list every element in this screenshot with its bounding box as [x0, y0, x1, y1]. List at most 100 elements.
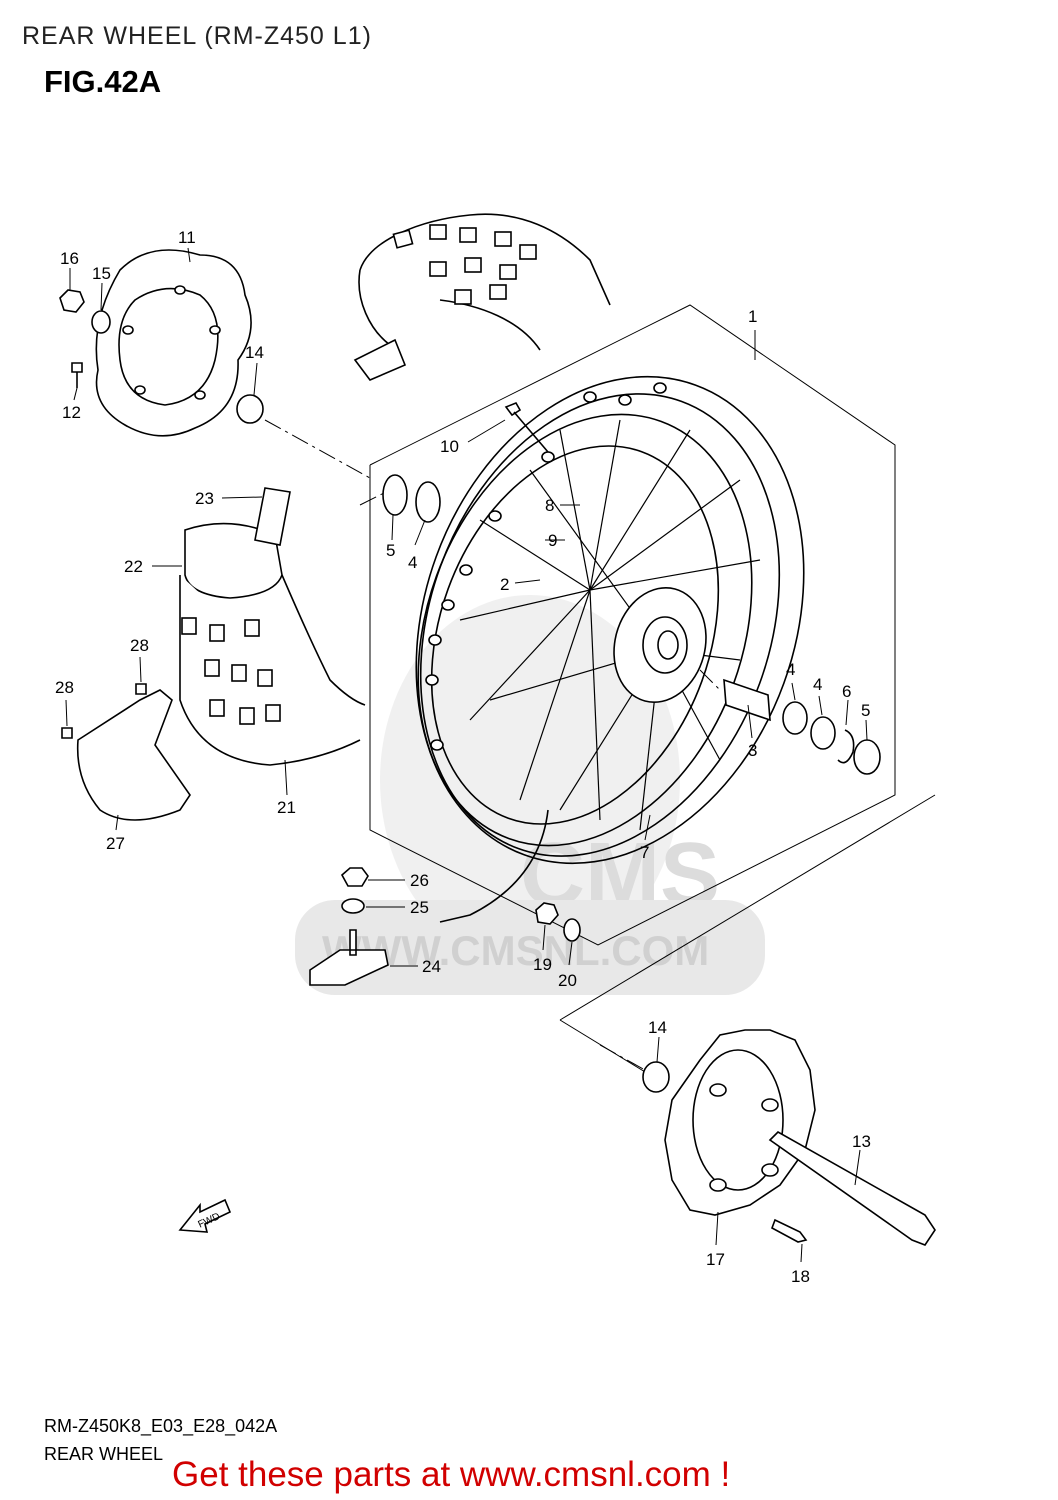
rear-axle — [768, 1131, 936, 1246]
callout-3: 3 — [748, 741, 757, 760]
leader-23 — [221, 496, 263, 499]
leader-14a — [253, 362, 258, 396]
callout-17: 17 — [706, 1250, 725, 1269]
callout-26: 26 — [410, 871, 429, 890]
leader-28a — [65, 699, 68, 727]
callout-14-top: 14 — [245, 343, 264, 362]
callout-15: 15 — [92, 264, 111, 283]
callout-5-right: 5 — [861, 701, 870, 720]
callout-9: 9 — [548, 531, 557, 550]
callout-19: 19 — [533, 955, 552, 974]
leader-5b — [865, 719, 868, 741]
brake-disc — [95, 249, 252, 437]
callout-28-left: 28 — [55, 678, 74, 697]
leader-19 — [542, 924, 546, 951]
diagram-code: RM-Z450K8_E03_E28_042A — [44, 1416, 278, 1436]
leader-lines — [65, 247, 868, 1263]
leader-20 — [568, 941, 573, 966]
callout-12: 12 — [62, 403, 81, 422]
disc-guard — [76, 689, 191, 821]
leader-3 — [747, 704, 753, 739]
hub-centerline — [699, 669, 721, 691]
leader-5a — [391, 514, 394, 541]
leader-14b — [656, 1036, 660, 1063]
callout-13: 13 — [852, 1132, 871, 1151]
callout-1: 1 — [748, 307, 757, 326]
bearing-4-right-b — [810, 716, 836, 750]
circlip-6 — [837, 729, 855, 764]
cta-link[interactable]: Get these parts at www.cmsnl.com ! — [172, 1455, 731, 1494]
callout-25: 25 — [410, 898, 429, 917]
diagram-name: REAR WHEEL — [44, 1444, 164, 1464]
bearing-4-right-a — [782, 701, 808, 735]
bolt-18 — [771, 1218, 808, 1243]
callout-7: 7 — [640, 843, 649, 862]
leader-11 — [187, 247, 191, 263]
washer-20 — [563, 918, 581, 942]
figure-number: FIG.42A — [44, 64, 162, 99]
leader-6 — [845, 699, 849, 726]
centerlines — [264, 419, 721, 1071]
callout-11: 11 — [178, 228, 196, 247]
leader-4b — [791, 682, 796, 701]
callout-5-left: 5 — [386, 541, 395, 560]
leader-18 — [800, 1243, 803, 1263]
bolt-28-a — [61, 727, 73, 739]
callout-23: 23 — [195, 489, 214, 508]
callout-18: 18 — [791, 1267, 810, 1286]
leader-13 — [854, 1149, 861, 1186]
brake-disc-centerline — [264, 419, 371, 479]
rear-sprocket — [664, 1029, 816, 1216]
callout-2: 2 — [500, 575, 509, 594]
page-title: REAR WHEEL (RM-Z450 L1) — [22, 22, 372, 50]
sprocket-boundary — [559, 794, 936, 1021]
spacer-14-top — [236, 394, 264, 424]
callout-28-right: 28 — [130, 636, 149, 655]
leader-17 — [715, 1211, 719, 1246]
callout-10: 10 — [440, 437, 459, 456]
callout-20: 20 — [558, 971, 577, 990]
leader-10 — [467, 419, 506, 443]
bolt-28-b — [135, 683, 147, 695]
watermark: CMS WWW.CMSNL.COM — [295, 595, 765, 995]
leader-2 — [514, 579, 541, 584]
mousse-assembly — [179, 487, 366, 766]
forward-indicator: FWD — [178, 1198, 232, 1233]
callout-27: 27 — [106, 834, 125, 853]
bearing-4-left — [415, 481, 441, 523]
leader-7 — [644, 814, 651, 841]
valve-24 — [309, 929, 389, 986]
rim-lock-bolt — [504, 401, 549, 453]
callout-16: 16 — [60, 249, 79, 268]
nut-19 — [535, 902, 559, 925]
callout-21: 21 — [277, 798, 296, 817]
leader-27 — [115, 814, 119, 831]
watermark-banner — [295, 900, 765, 995]
tire-top — [353, 213, 611, 381]
spacer-3 — [723, 678, 771, 722]
assembly-boundary — [369, 304, 896, 946]
leader-4c — [818, 695, 823, 716]
spacer-14-bottom — [642, 1061, 670, 1093]
washer-15 — [91, 310, 111, 334]
leader-15 — [100, 282, 103, 311]
leader-12 — [73, 387, 78, 401]
callout-6: 6 — [842, 682, 851, 701]
bolt-12 — [71, 362, 83, 388]
callout-4-left: 4 — [408, 553, 417, 572]
washer-25 — [341, 898, 365, 914]
oil-seal-5-left — [382, 474, 408, 516]
callout-4-right-a: 4 — [786, 660, 795, 679]
callout-24: 24 — [422, 957, 441, 976]
oil-seal-5-right — [853, 739, 881, 775]
callout-labels: 1 2 3 4 4 4 5 5 6 7 8 9 10 11 12 13 14 1… — [55, 228, 871, 1286]
callout-14-bottom: 14 — [648, 1018, 667, 1037]
callout-4-right-b: 4 — [813, 675, 822, 694]
leader-28b — [139, 656, 142, 683]
callout-22: 22 — [124, 557, 143, 576]
leader-4a — [414, 519, 426, 546]
callout-8: 8 — [545, 496, 554, 515]
nut-16 — [59, 289, 85, 313]
sprocket-centerline — [599, 1044, 646, 1071]
